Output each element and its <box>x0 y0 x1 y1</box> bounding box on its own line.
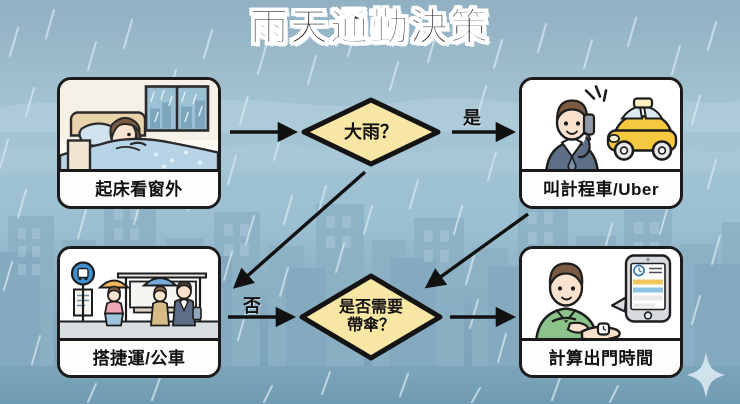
step-card-public-transit[interactable]: 搭捷運/公車 <box>57 246 221 378</box>
step-card-compute-departure-time[interactable]: 計算出門時間 <box>519 246 683 378</box>
illustration-person-in-bed <box>60 80 218 172</box>
edge-label-no: 否 <box>243 296 261 316</box>
step-card-call-taxi[interactable]: 叫計程車/Uber <box>519 77 683 209</box>
step-card-public-transit-caption: 搭捷運/公車 <box>60 338 218 375</box>
step-card-compute-departure-time-caption: 計算出門時間 <box>522 338 680 375</box>
step-card-wake-up[interactable]: 起床看窗外 <box>57 77 221 209</box>
decision-need-umbrella[interactable]: 是否需要 帶傘？ <box>298 272 444 362</box>
illustration-checking-watch <box>522 249 680 341</box>
illustration-calling-taxi <box>522 80 680 172</box>
step-card-wake-up-caption: 起床看窗外 <box>60 169 218 206</box>
illustration-bus-stop-umbrellas <box>60 249 218 341</box>
page-title: 雨天通勤決策 <box>249 7 490 50</box>
decision-heavy-rain[interactable]: 大雨？ <box>300 96 442 168</box>
step-card-call-taxi-caption: 叫計程車/Uber <box>522 169 680 206</box>
edge-label-yes: 是 <box>463 108 481 128</box>
